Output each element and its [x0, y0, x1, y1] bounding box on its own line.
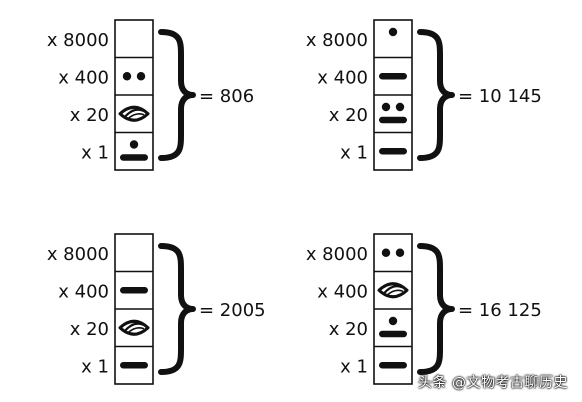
place-value-label: x 400 — [58, 281, 109, 302]
bar-mark — [379, 148, 407, 155]
numeral-value: = 806 — [199, 86, 254, 107]
dot-mark — [395, 102, 405, 112]
watermark-text: 头条 @文物考古聊历史 — [418, 375, 568, 391]
numeral-value: = 16 125 — [458, 300, 542, 321]
numeral-panel: x 8000 x 400 x 20 x 1 = 16 125 — [306, 233, 542, 385]
place-value-label: x 20 — [70, 105, 109, 126]
curly-brace — [417, 29, 455, 161]
numeral-panel: x 8000 x 400 x 20 x 1 = 806 — [47, 19, 254, 171]
digit-cell — [118, 105, 150, 122]
dot-mark — [381, 102, 391, 112]
digit-cell — [388, 27, 398, 37]
digit-cell — [120, 140, 148, 161]
shell-inner-curve — [386, 289, 404, 296]
digit-cell — [118, 319, 150, 336]
digit-cell — [379, 102, 407, 124]
shell-icon — [118, 105, 150, 122]
place-value-label: x 400 — [317, 67, 368, 88]
shell-outline — [377, 282, 409, 299]
digit-cell — [122, 72, 146, 81]
place-value-label: x 20 — [329, 105, 368, 126]
place-value-label: x 1 — [340, 142, 368, 163]
curly-brace — [158, 243, 196, 375]
digit-cell — [120, 362, 148, 369]
shell-inner-curve — [127, 113, 145, 120]
bar-mark — [379, 362, 407, 369]
shell-icon — [118, 319, 150, 336]
bar-mark — [120, 362, 148, 369]
place-value-label: x 400 — [58, 67, 109, 88]
numeral-panel: x 8000 x 400 x 20 x 1 = 10 145 — [306, 19, 542, 171]
shell-inner-curve — [124, 108, 144, 118]
bar-mark — [379, 73, 407, 80]
shell-icon — [377, 282, 409, 299]
shell-inner-curve — [383, 285, 403, 295]
numeral-value: = 10 145 — [458, 86, 542, 107]
dot-mark — [381, 248, 391, 257]
dot-mark — [129, 140, 139, 149]
digit-cell — [379, 73, 407, 80]
curly-brace — [417, 243, 455, 375]
place-value-label: x 20 — [70, 319, 109, 340]
place-value-label: x 8000 — [47, 30, 109, 51]
shell-inner-curve — [124, 322, 144, 332]
dot-mark — [388, 27, 398, 37]
digit-cell — [379, 316, 407, 338]
dot-mark — [122, 72, 132, 81]
place-value-label: x 400 — [317, 281, 368, 302]
place-value-label: x 8000 — [306, 30, 368, 51]
bar-mark — [120, 287, 148, 294]
dot-mark — [388, 316, 398, 326]
place-value-label: x 1 — [340, 356, 368, 377]
place-value-label: x 8000 — [47, 244, 109, 265]
place-value-label: x 20 — [329, 319, 368, 340]
shell-inner-curve — [127, 327, 145, 334]
digit-cell — [120, 287, 148, 294]
digit-cell — [379, 148, 407, 155]
bar-mark — [379, 330, 407, 338]
shell-outline — [118, 105, 150, 122]
digit-cell — [381, 248, 405, 257]
place-value-label: x 1 — [81, 142, 109, 163]
dot-mark — [136, 72, 146, 81]
numeral-panel: x 8000 x 400 x 20 x 1 = 2005 — [47, 233, 266, 385]
place-value-label: x 8000 — [306, 244, 368, 265]
dot-mark — [395, 248, 405, 257]
bar-mark — [379, 116, 407, 124]
digit-cell — [379, 362, 407, 369]
numeral-value: = 2005 — [199, 300, 266, 321]
curly-brace — [158, 29, 196, 161]
shell-outline — [118, 319, 150, 336]
bar-mark — [120, 154, 148, 161]
digit-cell — [377, 282, 409, 299]
place-value-label: x 1 — [81, 356, 109, 377]
